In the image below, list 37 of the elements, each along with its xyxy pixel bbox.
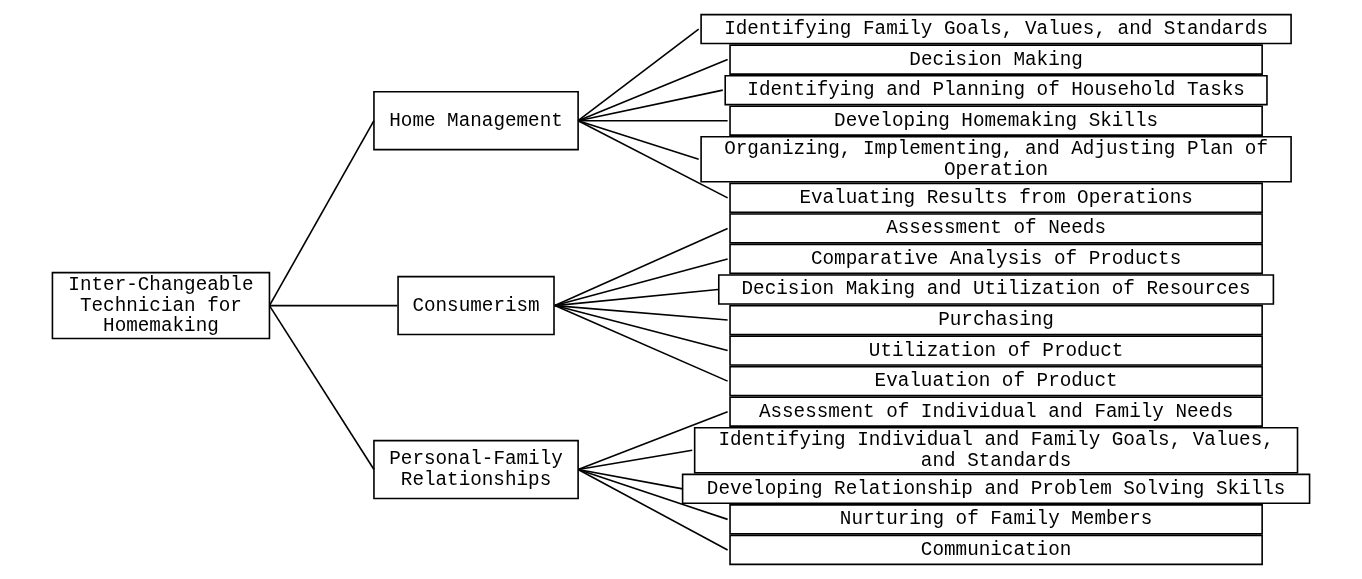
connector xyxy=(554,227,729,307)
node-box: Identifying Family Goals, Values, and Standards xyxy=(700,13,1292,45)
connector xyxy=(577,28,700,122)
node-box: Utilization of Product xyxy=(729,335,1263,366)
node-box: Nurturing of Family Members xyxy=(729,504,1263,535)
node-box: Evaluation of Product xyxy=(729,365,1263,397)
connector xyxy=(577,58,729,122)
connector xyxy=(268,119,375,307)
connector xyxy=(577,119,729,199)
connector xyxy=(577,468,729,521)
node-box: Assessment of Individual and Family Needs xyxy=(729,396,1263,427)
connector xyxy=(577,468,729,551)
connector xyxy=(577,449,694,471)
node-box: Consumerism xyxy=(397,275,555,336)
connector xyxy=(554,304,729,382)
connector xyxy=(268,304,399,307)
connector xyxy=(554,288,719,307)
node-box: Decision Making and Utilization of Resources xyxy=(717,274,1275,305)
node-box: Organizing, Implementing, and Adjusting Plan of Operation xyxy=(700,135,1292,183)
node-box: Decision Making xyxy=(729,44,1263,75)
node-box: Developing Relationship and Problem Solving Skills xyxy=(681,473,1311,505)
node-box: Developing Homemaking Skills xyxy=(729,105,1263,136)
connector xyxy=(268,304,375,471)
connector xyxy=(577,119,700,161)
connector xyxy=(554,304,729,352)
node-box: Identifying Individual and Family Goals, Values, and Standards xyxy=(693,426,1299,474)
node-box: Purchasing xyxy=(729,304,1263,336)
node-box: Comparative Analysis of Products xyxy=(729,243,1263,275)
node-box: Communication xyxy=(729,534,1263,566)
connector xyxy=(554,258,729,307)
node-box: Inter-Changeable Technician for Homemaking xyxy=(51,271,271,340)
node-box: Assessment of Needs xyxy=(729,213,1263,244)
connector xyxy=(577,410,729,471)
node-box: Identifying and Planning of Household Tasks xyxy=(724,74,1268,106)
node-box: Evaluating Results from Operations xyxy=(729,182,1263,214)
node-box: Home Management xyxy=(373,90,579,151)
node-box: Personal-Family Relationships xyxy=(373,439,579,500)
